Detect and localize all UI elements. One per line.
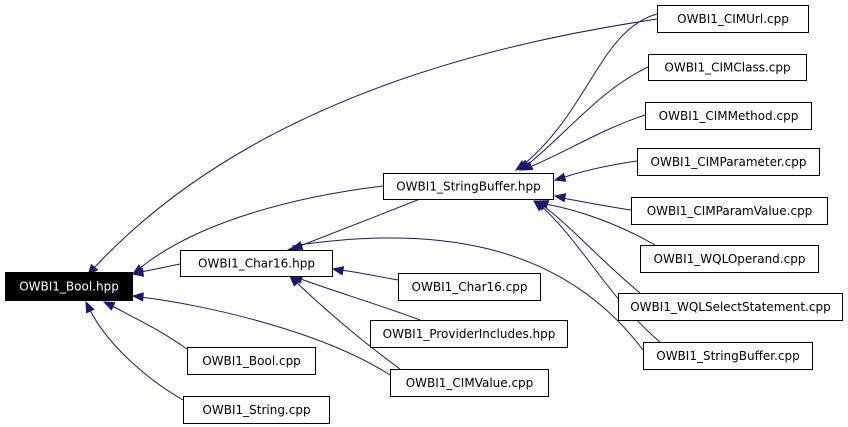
node-box[interactable] bbox=[5, 272, 133, 301]
node-label: OWBI1_StringBuffer.cpp bbox=[656, 349, 800, 363]
edge-line bbox=[89, 309, 184, 401]
node-label: OWBI1_CIMParameter.cpp bbox=[651, 155, 807, 169]
edge-line bbox=[539, 204, 661, 343]
edge-cimclass_cpp-to-stringbuffer_hpp bbox=[518, 66, 649, 171]
arrowhead-icon bbox=[289, 275, 301, 287]
node-cimparameter-cpp[interactable]: OWBI1_CIMParameter.cpp bbox=[637, 148, 820, 176]
edge-line bbox=[111, 305, 188, 350]
arrowhead-icon bbox=[520, 161, 534, 171]
node-cimvalue-cpp[interactable]: OWBI1_CIMValue.cpp bbox=[390, 369, 549, 397]
edge-line bbox=[139, 263, 181, 273]
node-providerincludes-hpp[interactable]: OWBI1_ProviderIncludes.hpp bbox=[370, 320, 568, 348]
node-cimurl-cpp[interactable]: OWBI1_CIMUrl.cpp bbox=[657, 5, 809, 33]
node-box[interactable] bbox=[618, 293, 843, 321]
node-box[interactable] bbox=[398, 273, 541, 301]
node-char16-cpp[interactable]: OWBI1_Char16.cpp bbox=[398, 273, 541, 301]
node-label: OWBI1_Bool.cpp bbox=[202, 354, 301, 368]
node-label: OWBI1_String.cpp bbox=[202, 403, 310, 417]
node-box[interactable] bbox=[657, 5, 809, 33]
node-box[interactable] bbox=[187, 347, 316, 375]
node-label: OWBI1_CIMUrl.cpp bbox=[677, 12, 789, 26]
node-stringbuffer-cpp[interactable]: OWBI1_StringBuffer.cpp bbox=[643, 342, 813, 370]
edge-line bbox=[541, 204, 641, 294]
arrowhead-icon bbox=[131, 292, 144, 302]
edge-line bbox=[299, 198, 421, 247]
node-label: OWBI1_CIMParamValue.cpp bbox=[647, 204, 813, 218]
node-box[interactable] bbox=[645, 102, 812, 130]
edge-line bbox=[525, 66, 649, 167]
edge-line bbox=[529, 114, 646, 168]
arrowhead-icon bbox=[553, 172, 567, 182]
node-box[interactable] bbox=[183, 396, 330, 424]
node-bool-cpp[interactable]: OWBI1_Bool.cpp bbox=[187, 347, 316, 375]
arrowhead-icon bbox=[331, 266, 345, 276]
edges-layer bbox=[85, 13, 661, 401]
node-label: OWBI1_CIMMethod.cpp bbox=[659, 109, 799, 123]
arrowhead-icon bbox=[102, 301, 116, 311]
node-label: OWBI1_Char16.hpp bbox=[198, 257, 315, 271]
edge-cimurl_cpp-to-stringbuffer_hpp bbox=[514, 13, 658, 171]
node-stringbuffer-hpp[interactable]: OWBI1_StringBuffer.hpp bbox=[383, 173, 554, 200]
node-cimmethod-cpp[interactable]: OWBI1_CIMMethod.cpp bbox=[645, 102, 812, 130]
edge-line bbox=[339, 269, 399, 281]
edge-line bbox=[295, 281, 401, 370]
edge-cimparameter_cpp-to-stringbuffer_hpp bbox=[553, 160, 638, 182]
edge-line bbox=[291, 237, 644, 351]
edge-line bbox=[139, 185, 384, 269]
nodes-layer: OWBI1_Bool.hppOWBI1_Char16.hppOWBI1_Stri… bbox=[5, 5, 843, 424]
edge-line bbox=[544, 203, 656, 246]
node-cimclass-cpp[interactable]: OWBI1_CIMClass.cpp bbox=[648, 54, 807, 81]
node-char16-hpp[interactable]: OWBI1_Char16.hpp bbox=[180, 250, 333, 277]
edge-line bbox=[561, 197, 632, 211]
node-label: OWBI1_CIMClass.cpp bbox=[664, 61, 790, 75]
node-wqlselect-cpp[interactable]: OWBI1_WQLSelectStatement.cpp bbox=[618, 293, 843, 321]
node-label: OWBI1_Bool.hpp bbox=[19, 280, 119, 294]
edge-cimvalue_cpp-to-char16_hpp bbox=[289, 275, 401, 370]
node-bool-hpp[interactable]: OWBI1_Bool.hpp bbox=[5, 272, 133, 301]
edge-char16_hpp-to-bool_hpp bbox=[131, 263, 181, 277]
edge-cimparamvalue_cpp-to-stringbuffer_hpp bbox=[553, 193, 632, 211]
node-label: OWBI1_Char16.cpp bbox=[412, 280, 528, 294]
arrowhead-icon bbox=[553, 193, 567, 203]
edge-line bbox=[93, 18, 658, 269]
edge-cimmethod_cpp-to-stringbuffer_hpp bbox=[520, 114, 646, 171]
node-cimparamvalue-cpp[interactable]: OWBI1_CIMParamValue.cpp bbox=[631, 197, 828, 225]
edge-char16_cpp-to-char16_hpp bbox=[331, 266, 399, 281]
node-box[interactable] bbox=[643, 342, 813, 370]
node-label: OWBI1_ProviderIncludes.hpp bbox=[383, 327, 556, 341]
node-box[interactable] bbox=[640, 245, 819, 273]
edge-line bbox=[521, 13, 658, 167]
arrowhead-icon bbox=[131, 267, 145, 277]
node-label: OWBI1_StringBuffer.hpp bbox=[396, 180, 541, 194]
edge-line bbox=[561, 160, 638, 179]
arrowhead-icon bbox=[532, 200, 546, 212]
node-label: OWBI1_CIMValue.cpp bbox=[406, 376, 534, 390]
node-wqloperand-cpp[interactable]: OWBI1_WQLOperand.cpp bbox=[640, 245, 819, 273]
edge-stringbuffer_hpp-to-char16_hpp bbox=[290, 198, 421, 250]
edge-cimvalue_cpp-to-bool_hpp bbox=[131, 292, 391, 376]
edge-line bbox=[139, 296, 391, 376]
node-box[interactable] bbox=[631, 197, 828, 225]
node-box[interactable] bbox=[180, 250, 333, 277]
node-box[interactable] bbox=[370, 320, 568, 348]
edge-bool_cpp-to-bool_hpp bbox=[102, 301, 188, 350]
arrowhead-icon bbox=[85, 300, 95, 314]
node-box[interactable] bbox=[648, 54, 807, 81]
node-box[interactable] bbox=[383, 173, 554, 200]
node-label: OWBI1_WQLOperand.cpp bbox=[654, 252, 806, 266]
node-label: OWBI1_WQLSelectStatement.cpp bbox=[630, 300, 831, 314]
edge-line bbox=[297, 277, 421, 321]
edge-stringbuffer_cpp-to-stringbuffer_hpp bbox=[532, 200, 661, 343]
node-box[interactable] bbox=[637, 148, 820, 176]
node-string-cpp[interactable]: OWBI1_String.cpp bbox=[183, 396, 330, 424]
edge-string_cpp-to-bool_hpp bbox=[85, 300, 184, 401]
node-box[interactable] bbox=[390, 369, 549, 397]
